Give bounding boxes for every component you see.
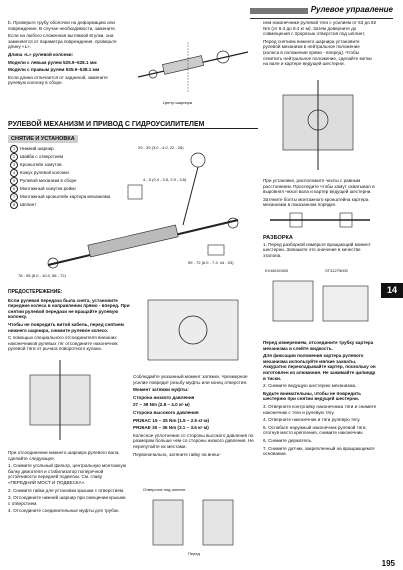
- warning-item: Если рулевая передача была снята, устано…: [8, 297, 130, 320]
- paragraph: Модели с левым рулем 525.9–528.1 мм: [8, 59, 97, 65]
- col2-bottom-text: Соблюдайте указанный момент затяжки. Чре…: [133, 374, 255, 459]
- paragraph: 6. Снимите держатель.: [263, 437, 313, 443]
- center-joint-label: Центр шарнира: [163, 100, 193, 105]
- paragraph: PR26AE 30 – 35 Nm (3.1 – 3.6 кг·м): [133, 425, 209, 431]
- tool-label: ST31275000: [325, 268, 348, 273]
- col3-top-text: нем наконечнике рулевой тяги с усилием о…: [263, 20, 377, 69]
- paragraph: 5. Ослабьте наружный наконечник рулевой …: [263, 424, 367, 436]
- paragraph: 2. Снимите гайки для установки крышки с …: [8, 487, 125, 493]
- paragraph: Сторона низкого давления: [133, 394, 195, 400]
- paragraph: 3. Отверните контргайку наконечника тяги…: [263, 403, 377, 415]
- paragraph: b. Проверьте трубу оболочки на деформаци…: [8, 20, 117, 31]
- paragraph: Момент затяжки муфты:: [133, 387, 189, 393]
- paragraph: Перед снятием нижнего шарнира установите…: [263, 38, 372, 67]
- torque-label: 78 - 98 (8.0 - 10.0, 58 - 72): [18, 273, 66, 278]
- rack-neutral-drawing: [282, 80, 354, 170]
- paragraph: 1. Снимите угольный фильтр, центральную …: [8, 463, 127, 485]
- warning-heading: ПРЕДОСТЕРЕЖЕНИЕ:: [8, 289, 63, 295]
- paragraph: Затяните болты монтажного кронштейна кар…: [263, 196, 369, 208]
- paragraph: Модели с правым рулем 535.9–538.1 мм: [8, 67, 100, 73]
- special-tools-figure: KV48100400 ST31275000: [263, 266, 377, 336]
- tools-drawing: [272, 280, 369, 322]
- steering-column-figure: Центр шарнира: [133, 22, 255, 112]
- rack-neutral-figure: [263, 75, 377, 175]
- paragraph: 1. Перед разборкой измерьте вращающий мо…: [263, 241, 371, 258]
- paragraph: Перед измерением, отсоедините трубку кар…: [263, 340, 374, 351]
- paragraph: Первоначально, затяните гайку на внеш-: [133, 451, 221, 457]
- paragraph: При установке, расположите чехлы с равны…: [263, 178, 375, 195]
- steering-gear-exploded-figure: 29 - 39 (3.0 - 4.0, 22 - 28) 4 - 5 (0.4 …: [8, 145, 258, 285]
- col1-bottom-text: При отсоединении нижнего шарнира рулевог…: [8, 450, 128, 516]
- cotter-pin-drawing: [152, 499, 234, 546]
- tool-label: KV48100400: [265, 268, 289, 273]
- steering-gear-drawing: [47, 152, 239, 269]
- paragraph: При отсоединении нижнего шарнира рулевог…: [8, 450, 120, 461]
- col1-top-text: b. Проверьте трубу оболочки на деформаци…: [8, 20, 126, 88]
- header-bar: [250, 8, 308, 14]
- paragraph: PR26AC 15 – 25 Nm (1.5 – 2.5 кг·м): [133, 417, 210, 423]
- paragraph: 4. Отсоедините соединительные муфты для …: [8, 508, 120, 514]
- lower-joint-drawing: [147, 299, 239, 361]
- page-header: Рулевое управление: [250, 4, 393, 19]
- paragraph: Для фиксации положения картера рулевого …: [263, 353, 376, 381]
- paragraph: нем наконечнике рулевой тяги с усилием о…: [263, 20, 377, 37]
- paragraph: Длина «L» рулевой колонки:: [8, 51, 74, 57]
- paragraph: 27 – 39 Nm (2.8 – 4.0 кг·м): [133, 402, 190, 408]
- bracket-tightening-figure: [265, 205, 375, 235]
- paragraph: Колесное уплотнение со стороны высокого …: [133, 432, 254, 449]
- torque-label: 59 - 72 (6.0 - 7.3, 44 - 53): [188, 260, 234, 265]
- paragraph: Если длина отличается от заданной, замен…: [8, 74, 108, 86]
- subsection-title: СНЯТИЕ И УСТАНОВКА: [8, 135, 78, 143]
- torque-label: 4 - 5 (0.4 - 0.5, 2.9 - 3.6): [143, 177, 187, 182]
- col3-mid-text: При установке, расположите чехлы с равны…: [263, 178, 377, 210]
- warning-item: Чтобы не повредить витой кабель, перед с…: [8, 321, 124, 333]
- paragraph: 7. Снимите датчик, закрепленный на враща…: [263, 445, 375, 457]
- tie-rod-drawing: [29, 360, 91, 440]
- chapter-tab: 14: [381, 283, 403, 298]
- lower-joint-figure: [133, 290, 255, 370]
- page-number: 195: [381, 559, 395, 568]
- tie-rod-tool-figure: [10, 355, 130, 445]
- bracket-drawing: [270, 212, 370, 228]
- section-title: РУЛЕВОЙ МЕХАНИЗМ И ПРИВОД С ГИДРОУСИЛИТЕ…: [8, 121, 258, 129]
- cotter-pin-figure: Отверстие под шплинт Перед: [133, 485, 255, 560]
- paragraph: Будьте внимательны, чтобы не повредить ш…: [263, 390, 362, 402]
- hole-label: Отверстие под шплинт: [143, 487, 186, 492]
- paragraph: Соблюдайте указанный момент затяжки. Чре…: [133, 374, 248, 385]
- paragraph: Если на любого сложенная вытяжкой втул­к…: [8, 33, 117, 50]
- razborka-title: РАЗБОРКА: [263, 235, 293, 241]
- fwd-label: Перед: [188, 551, 200, 556]
- paragraph: 4. Отверните наконечник и тяги рулевую т…: [263, 417, 361, 423]
- paragraph: 3. Отсоедините нижний шарнир при смещени…: [8, 495, 126, 506]
- header-title: Рулевое управление: [310, 5, 393, 14]
- warning-block: ПРЕДОСТЕРЕЖЕНИЕ: Если рулевая передача б…: [8, 289, 132, 354]
- torque-label: 29 - 39 (3.0 - 4.0, 22 - 28): [138, 145, 184, 150]
- razborka-section: РАЗБОРКА 1. Перед разборкой измерьте вра…: [263, 235, 377, 260]
- steering-column-drawing: [137, 42, 249, 92]
- warning-item: С помощью специального отсоединителя вне…: [8, 335, 118, 352]
- col3-bottom-text: Перед измерением, отсоедините трубку кар…: [263, 340, 377, 459]
- paragraph: Сторона высокого давления: [133, 409, 199, 415]
- paragraph: 2. Снимите ведущую шестерню механизма.: [263, 383, 357, 389]
